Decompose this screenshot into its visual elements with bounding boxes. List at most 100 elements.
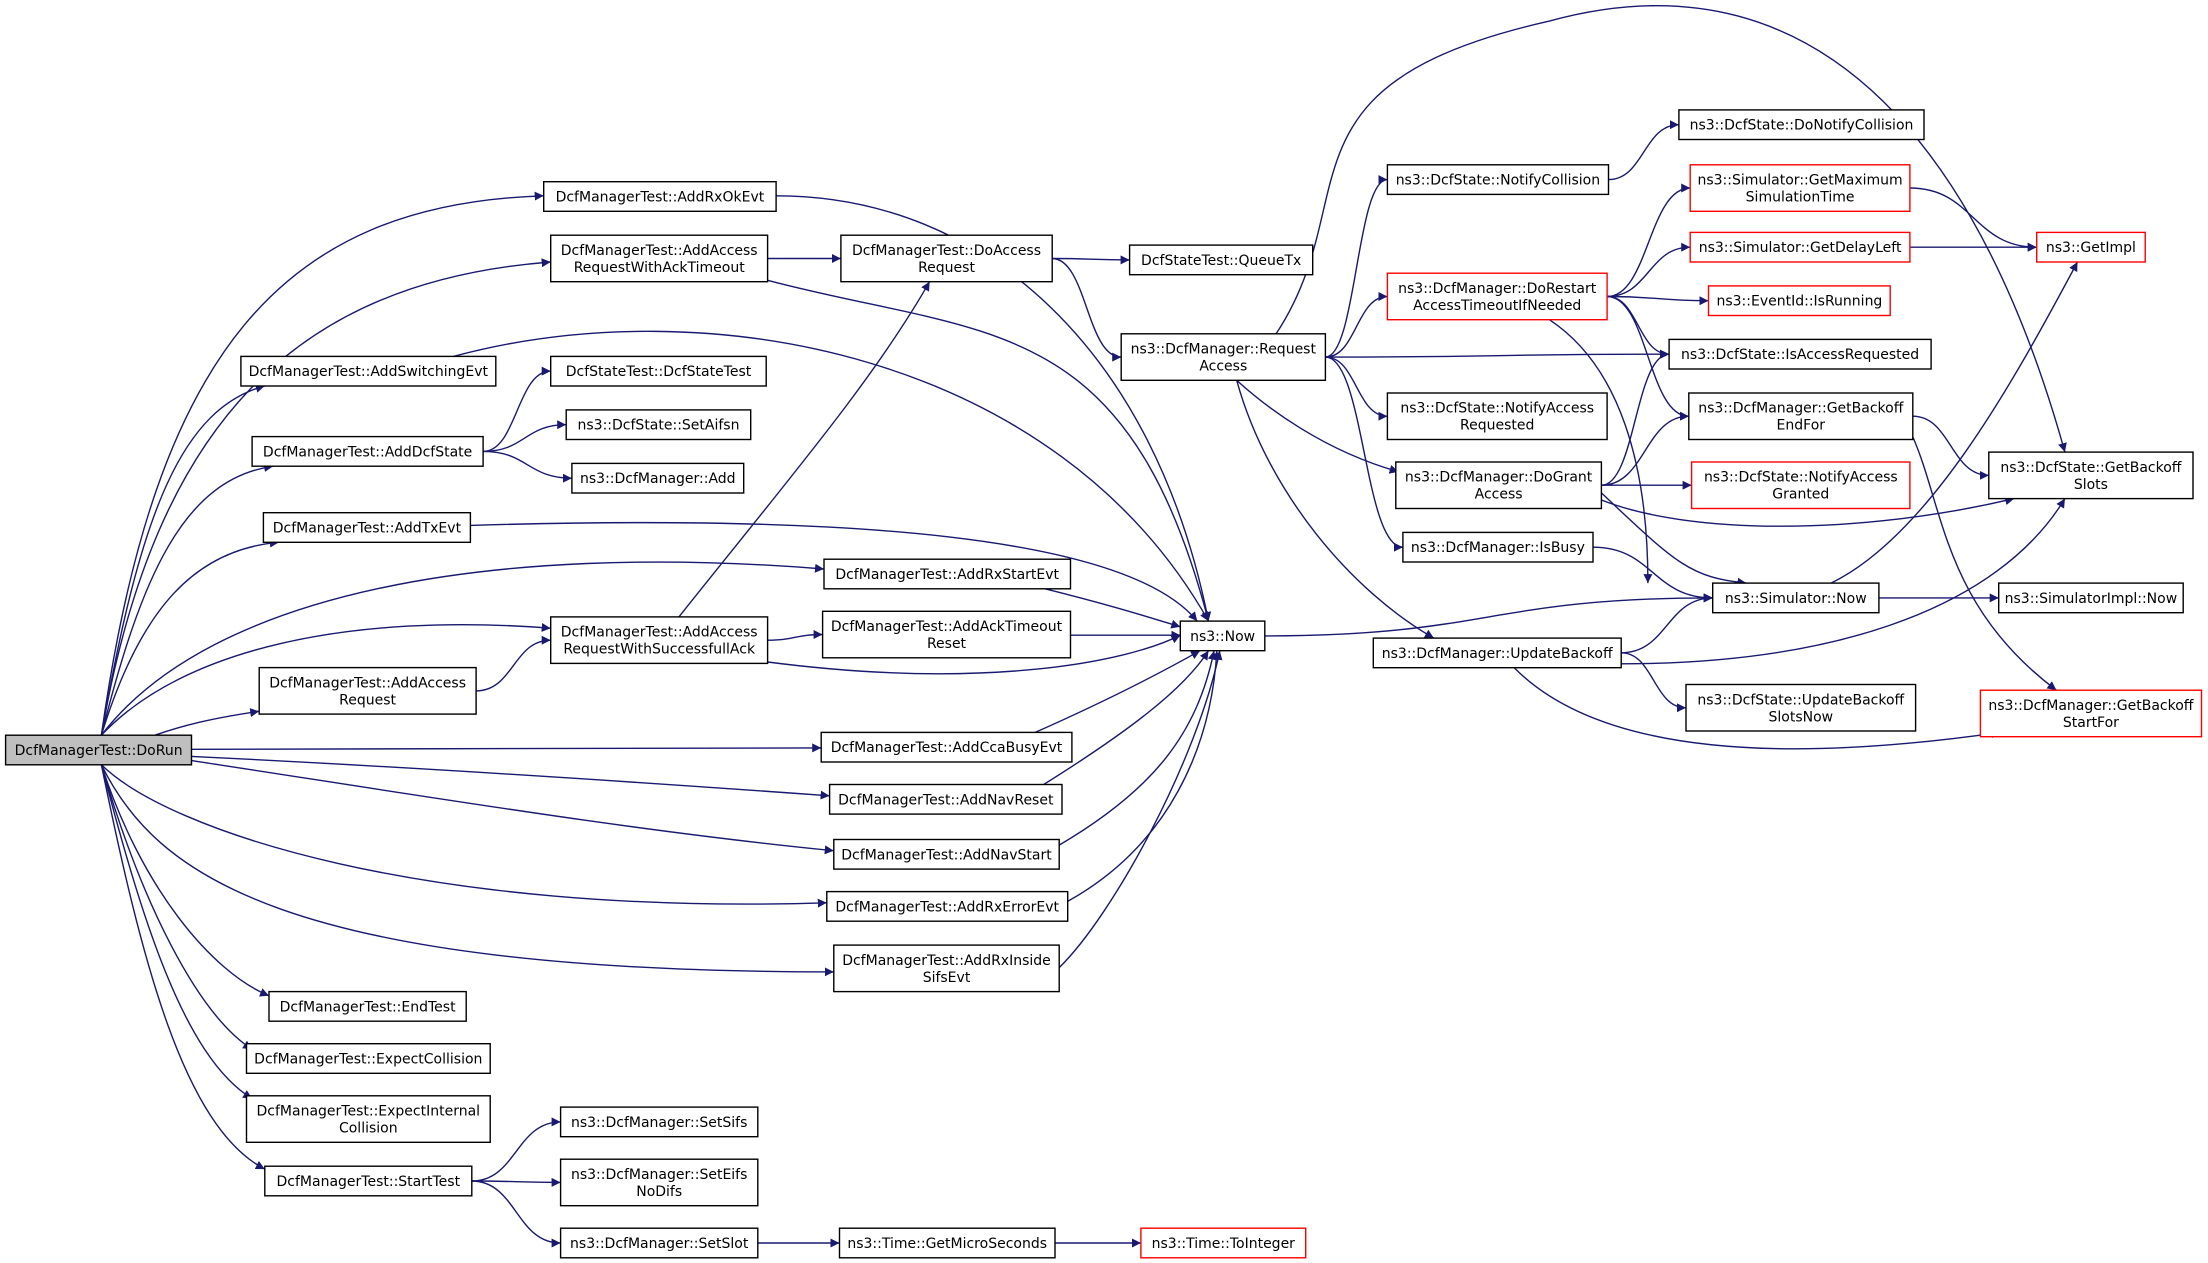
node-queueTx[interactable]: DcfStateTest::QueueTx [1128,244,1314,276]
edge-doRun-to-expectCollision [100,764,253,1050]
edge-reqAccess-to-isBusy [1325,356,1403,552]
node-isAccReq[interactable]: ns3::DcfState::IsAccessRequested [1668,338,1932,370]
node-addCcaBusy[interactable]: DcfManagerTest::AddCcaBusyEvt [820,731,1073,763]
node-label: SifsEvt [923,970,971,986]
node-box [565,409,752,441]
node-box [550,616,769,665]
node-expectCollision[interactable]: DcfManagerTest::ExpectCollision [245,1042,491,1074]
edge-reqAccess-to-updateBackoff [1236,380,1435,639]
node-dcfStateTest[interactable]: DcfStateTest::DcfStateTest [550,355,767,387]
node-isRunning[interactable]: ns3::EventId::IsRunning [1707,285,1891,317]
node-setSifs[interactable]: ns3::DcfManager::SetSifs [559,1106,759,1138]
edge-addDcfState-to-dcfStateTest [483,366,551,453]
node-endTest[interactable]: DcfManagerTest::EndTest [268,990,467,1022]
node-box [1711,582,1880,614]
node-box [262,512,472,544]
edge-reqAccess-to-isAccReq [1325,349,1670,359]
node-label: Requested [1460,418,1534,434]
node-doNotifyCollision[interactable]: ns3::DcfState::DoNotifyCollision [1678,109,1925,141]
node-addTxEvt[interactable]: DcfManagerTest::AddTxEvt [262,512,472,544]
node-label: DcfManagerTest::AddAckTimeout [831,619,1063,635]
node-getMicro[interactable]: ns3::Time::GetMicroSeconds [838,1227,1056,1259]
node-getDelayLeft[interactable]: ns3::Simulator::GetDelayLeft [1689,231,1911,263]
node-label: ns3::DcfManager::GetBackoff [1698,401,1903,417]
node-label: ns3::Simulator::GetDelayLeft [1699,240,1902,256]
node-getImpl[interactable]: ns3::GetImpl [2035,231,2146,263]
edge-isBusy-to-simNow [1592,546,1713,603]
node-label: DcfManagerTest::AddNavStart [841,847,1052,863]
edge-doRestart-to-simNow [1549,319,1653,584]
node-setAifsn[interactable]: ns3::DcfState::SetAifsn [565,409,752,441]
node-label: Slots [2074,477,2108,493]
node-label: RequestWithAckTimeout [574,260,745,276]
node-label: ns3::DcfManager::UpdateBackoff [1382,646,1613,662]
node-box [550,355,767,387]
edge-doGrant-to-isAccReq [1601,349,1670,486]
node-addAccReqSucc[interactable]: DcfManagerTest::AddAccessRequestWithSucc… [550,616,769,665]
node-box [1689,164,1911,213]
edge-doRun-to-addTxEvt [100,538,279,736]
node-box [559,1227,759,1259]
node-dmAdd[interactable]: ns3::DcfManager::Add [571,462,745,494]
node-setSlot[interactable]: ns3::DcfManager::SetSlot [559,1227,759,1259]
node-addDcfState[interactable]: DcfManagerTest::AddDcfState [251,435,484,467]
node-label: ns3::DcfState::GetBackoff [2000,460,2181,476]
edge-addAccReqSucc-to-addAckTimeoutReset [767,630,823,641]
node-box [820,731,1073,763]
node-addAccReqAck[interactable]: DcfManagerTest::AddAccessRequestWithAckT… [550,234,769,283]
node-box [1685,683,1917,732]
node-addRxOkEvt[interactable]: DcfManagerTest::AddRxOkEvt [543,180,777,212]
node-box [1386,164,1610,196]
node-box [258,666,477,715]
node-addNavStart[interactable]: DcfManagerTest::AddNavStart [833,838,1060,870]
node-doRestart[interactable]: ns3::DcfManager::DoRestartAccessTimeoutI… [1386,272,1608,321]
edge-getBackoffEnd-to-getBackoffStart [1912,436,2057,691]
node-updateBackoff[interactable]: ns3::DcfManager::UpdateBackoff [1372,637,1622,669]
node-simNow[interactable]: ns3::Simulator::Now [1711,582,1880,614]
node-now[interactable]: ns3::Now [1179,620,1266,652]
edge-getBackoffEnd-to-getBackoffSlots [1912,415,1989,480]
node-label: Request [918,260,975,276]
node-box [1678,109,1925,141]
node-label: ns3::DcfManager::DoRestart [1398,281,1597,297]
node-label: ns3::Simulator::GetMaximum [1697,173,1902,189]
node-label: ns3::Time::GetMicroSeconds [847,1236,1047,1252]
edge-updateBackoff-to-getBackoffStart [1513,667,2001,750]
node-addRxStart[interactable]: DcfManagerTest::AddRxStartEvt [823,558,1072,590]
node-notifyCollision[interactable]: ns3::DcfState::NotifyCollision [1386,164,1610,196]
node-addNavReset[interactable]: DcfManagerTest::AddNavReset [828,783,1063,815]
node-toInteger[interactable]: ns3::Time::ToInteger [1140,1227,1307,1259]
edge-reqAccess-to-doGrant [1236,379,1399,474]
edge-addAccReqAck-to-now [767,279,1211,622]
node-addSwitching[interactable]: DcfManagerTest::AddSwitchingEvt [240,355,497,387]
node-startTest[interactable]: DcfManagerTest::StartTest [264,1165,473,1197]
node-label: Request [339,692,396,708]
edge-doRestart-to-isRunning [1607,295,1709,306]
node-isBusy[interactable]: ns3::DcfManager::IsBusy [1402,531,1594,563]
node-label: DcfManagerTest::AddSwitchingEvt [249,364,489,380]
node-box [1690,461,1911,510]
node-label: ns3::Time::ToInteger [1152,1236,1296,1252]
node-simImplNow[interactable]: ns3::SimulatorImpl::Now [1997,582,2184,614]
node-doRun[interactable]: DcfManagerTest::DoRun [4,734,193,766]
edge-addRxOkEvt-to-now [776,195,1212,622]
node-addRxError[interactable]: DcfManagerTest::AddRxErrorEvt [826,890,1069,922]
node-box [1689,231,1911,263]
node-label: DcfManagerTest::StartTest [277,1174,461,1190]
edge-doRun-to-addDcfState [100,463,274,736]
